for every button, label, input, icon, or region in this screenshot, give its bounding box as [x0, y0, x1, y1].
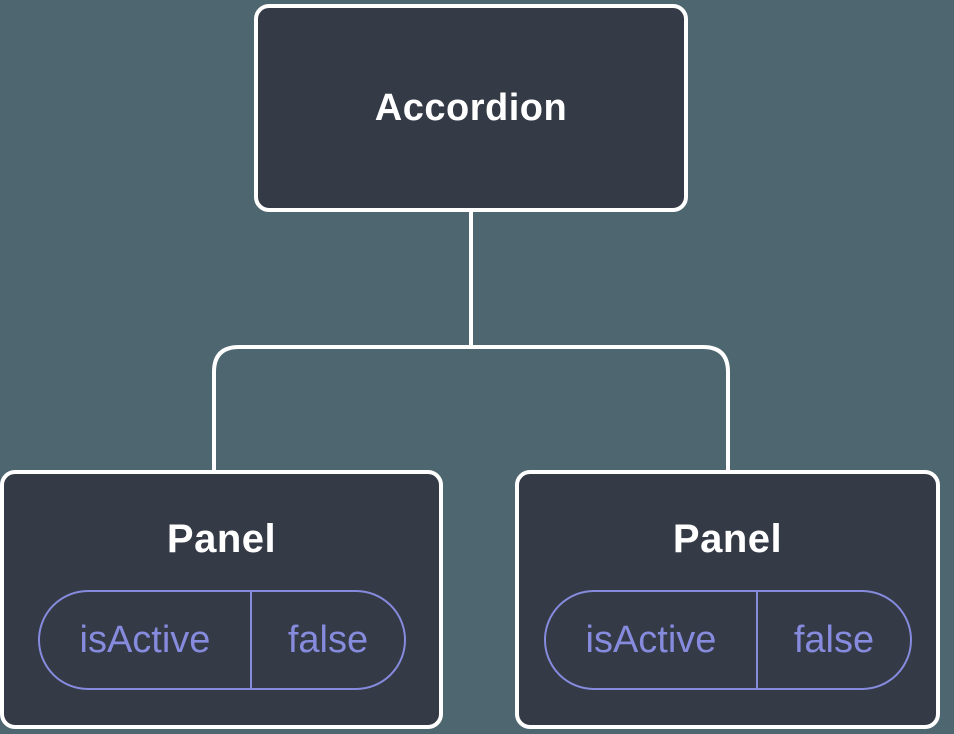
state-pill: isActive false [543, 590, 912, 690]
state-key: isActive [40, 592, 253, 688]
connector-branch [212, 345, 730, 472]
state-value: false [793, 618, 875, 661]
node-panel-1-label: Panel [166, 517, 277, 561]
state-pill: isActive false [37, 590, 406, 690]
state-key: isActive [546, 592, 759, 688]
node-accordion-label: Accordion [374, 86, 568, 129]
state-value: false [287, 618, 369, 661]
node-accordion: Accordion [254, 4, 688, 212]
node-panel-2-label: Panel [672, 517, 783, 561]
node-panel-1: Panel isActive false [0, 470, 443, 729]
node-panel-2: Panel isActive false [515, 470, 940, 729]
